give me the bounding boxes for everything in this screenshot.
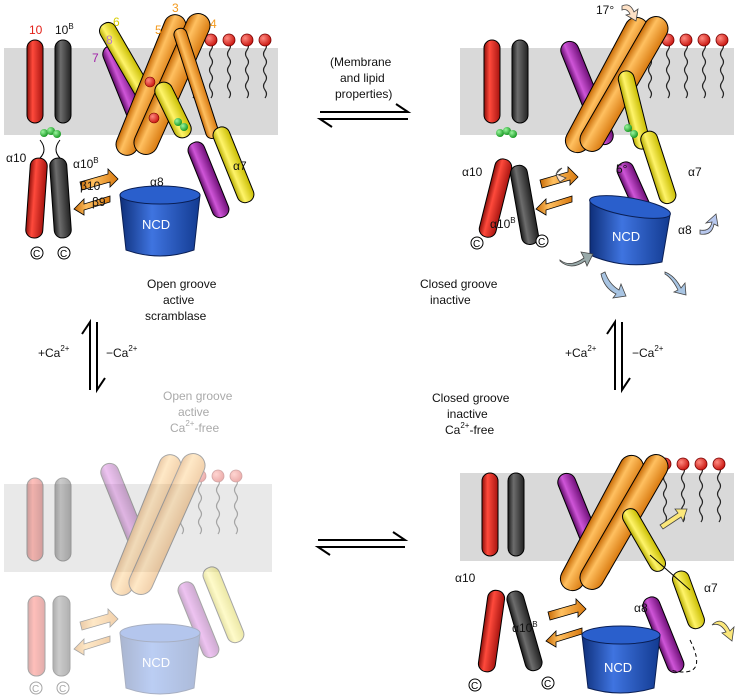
helix-alpha10b bbox=[49, 157, 72, 239]
helix-alpha8 bbox=[187, 141, 230, 219]
label-angle-5: 5° bbox=[616, 162, 628, 176]
label-alpha10-tr: α10 bbox=[462, 165, 483, 179]
caption-bottom-right-2: inactive bbox=[447, 407, 488, 421]
label-helix-4: 4 bbox=[210, 17, 217, 31]
svg-text:C: C bbox=[473, 239, 480, 250]
caption-bottom-right-3: Ca2+-free bbox=[445, 421, 494, 437]
label-alpha10b-tr: α10B bbox=[490, 216, 516, 231]
label-alpha7-br: α7 bbox=[704, 581, 718, 595]
svg-text:C: C bbox=[60, 249, 67, 260]
label-beta9: β9 bbox=[92, 195, 106, 209]
helix-alpha7 bbox=[212, 126, 255, 204]
label-alpha7: α7 bbox=[233, 159, 247, 173]
arrow-forward bbox=[320, 103, 412, 113]
label-angle-17: 17° bbox=[596, 3, 614, 17]
label-alpha10b: α10B bbox=[73, 156, 99, 171]
label-alpha10-br: α10 bbox=[455, 571, 476, 585]
helix-alpha10 bbox=[25, 157, 48, 239]
panel-closed-groove-ca-free: α10 α10B C C α7 α8 NCD Closed groove ina… bbox=[432, 391, 735, 694]
svg-text:NCD: NCD bbox=[604, 660, 632, 675]
calcium-ions bbox=[40, 127, 61, 138]
helix-10b bbox=[54, 39, 72, 124]
panel-closed-groove-inactive: α10 α10B C C 17° 5° α7 α8 NCD bbox=[420, 3, 729, 307]
label-ncd: NCD bbox=[142, 217, 170, 232]
label-helix-8: 8 bbox=[106, 33, 113, 47]
label-alpha10: α10 bbox=[6, 151, 27, 165]
ncd-domain-br: NCD bbox=[581, 625, 661, 694]
label-alpha7-tr: α7 bbox=[688, 165, 702, 179]
equilibrium-bottom bbox=[314, 531, 409, 556]
caption-top-left-1: Open groove bbox=[147, 277, 217, 291]
equilibrium-top: (Membrane and lipid properties) bbox=[316, 55, 412, 128]
label-plus-ca-left: +Ca2+ bbox=[38, 344, 70, 360]
caption-top-left-3: scramblase bbox=[145, 309, 207, 323]
label-helix-7: 7 bbox=[92, 51, 99, 65]
label-membrane-properties-3: properties) bbox=[335, 87, 392, 101]
label-minus-ca-left: −Ca2+ bbox=[106, 344, 138, 360]
panel-open-groove-active: 10 10B α10 α10B C C β10 β9 bbox=[6, 1, 272, 323]
helix-10 bbox=[26, 39, 44, 124]
label-alpha8: α8 bbox=[150, 175, 164, 189]
svg-text:C: C bbox=[33, 249, 40, 260]
beta10-strand bbox=[79, 168, 119, 191]
panel-open-groove-ca-free: C C NCD bbox=[26, 453, 245, 695]
svg-text:Ca2+-free: Ca2+-free bbox=[170, 419, 219, 435]
label-minus-ca-right: −Ca2+ bbox=[632, 344, 664, 360]
svg-text:C: C bbox=[32, 684, 39, 695]
label-ncd-bl: NCD bbox=[142, 655, 170, 670]
caption-top-left-2: active bbox=[163, 293, 195, 307]
label-helix-10b: 10B bbox=[55, 22, 74, 37]
movement-arrows bbox=[555, 4, 719, 299]
label-membrane-properties-2: and lipid bbox=[340, 71, 385, 85]
label-alpha8-br: α8 bbox=[634, 601, 648, 615]
label-membrane-properties-1: (Membrane bbox=[330, 55, 392, 69]
label-plus-ca-right: +Ca2+ bbox=[565, 344, 597, 360]
label-alpha8-tr: α8 bbox=[678, 223, 692, 237]
beta9-strand bbox=[73, 195, 111, 216]
svg-text:C: C bbox=[59, 684, 66, 695]
svg-text:C: C bbox=[538, 237, 545, 248]
label-alpha10b-br: α10B bbox=[512, 620, 538, 635]
label-helix-5: 5 bbox=[155, 23, 162, 37]
lipid-in-groove bbox=[144, 76, 156, 88]
label-helix-6: 6 bbox=[113, 15, 120, 29]
svg-text:C: C bbox=[471, 681, 478, 692]
ncd-domain: NCD bbox=[119, 185, 201, 257]
caption-top-right-2: inactive bbox=[430, 293, 471, 307]
caption-bottom-left: Open groove active Ca2+-free bbox=[163, 389, 233, 435]
svg-text:Open groove: Open groove bbox=[163, 389, 233, 403]
label-beta10: β10 bbox=[80, 179, 101, 193]
svg-text:NCD: NCD bbox=[612, 229, 640, 244]
ncd-domain-tr: NCD bbox=[589, 195, 671, 266]
arrow-backward bbox=[316, 118, 408, 128]
equilibrium-right: +Ca2+ −Ca2+ bbox=[565, 318, 664, 394]
equilibrium-left: +Ca2+ −Ca2+ bbox=[38, 318, 138, 394]
c-terminus: C C bbox=[30, 246, 71, 260]
svg-text:C: C bbox=[544, 679, 551, 690]
label-helix-10: 10 bbox=[29, 23, 43, 37]
svg-text:active: active bbox=[178, 405, 210, 419]
label-helix-3: 3 bbox=[172, 1, 179, 15]
caption-top-right-1: Closed groove bbox=[420, 277, 498, 291]
caption-bottom-right-1: Closed groove bbox=[432, 391, 510, 405]
